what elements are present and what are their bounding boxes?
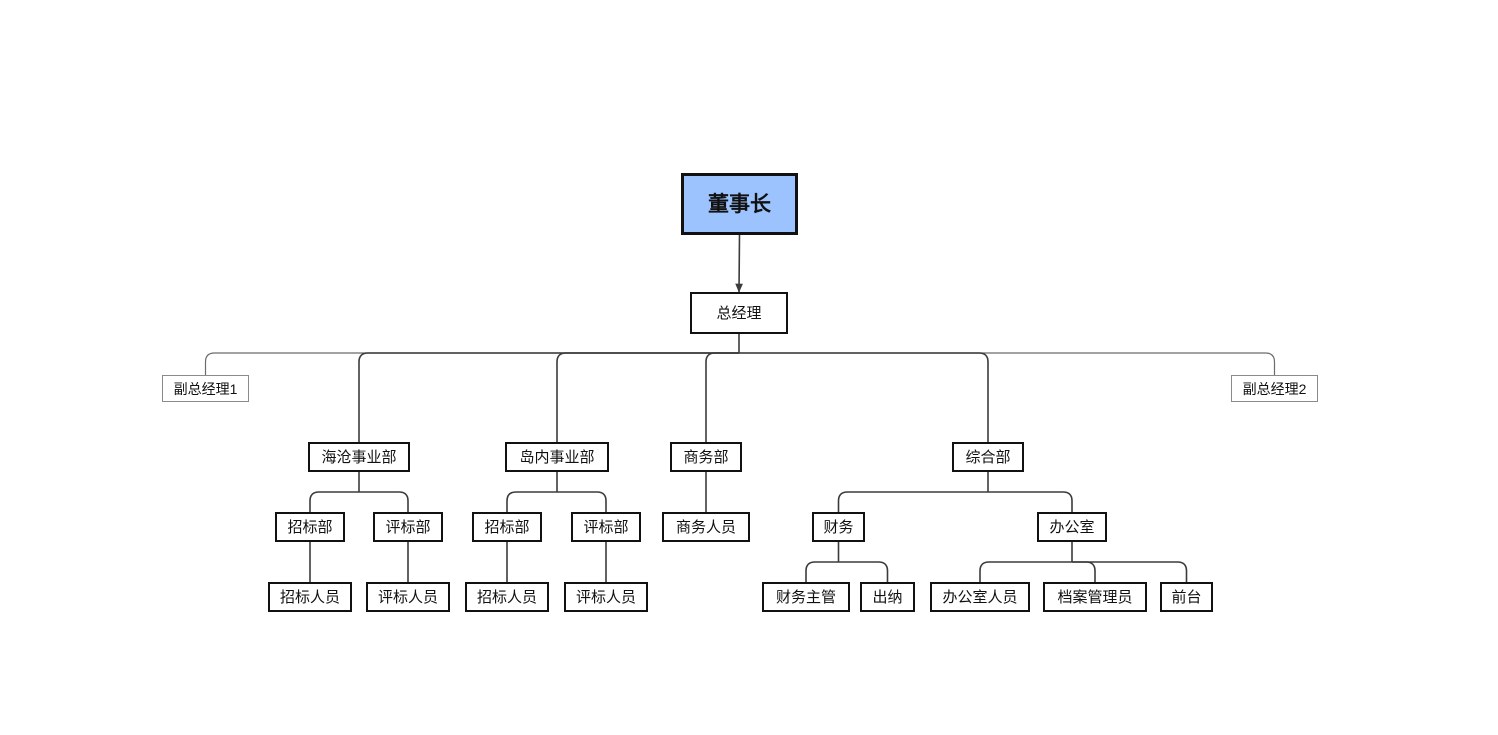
org-node-n10[interactable]: 招标部 <box>472 512 542 542</box>
org-node-label: 出纳 <box>872 588 903 606</box>
org-node-label: 总经理 <box>716 304 762 322</box>
edge-n7-n14 <box>988 491 1073 512</box>
org-node-n9[interactable]: 评标部 <box>373 512 443 542</box>
edge-n4-n9 <box>359 491 409 512</box>
org-node-n21[interactable]: 办公室人员 <box>930 582 1030 612</box>
org-node-n17[interactable]: 招标人员 <box>465 582 549 612</box>
edge-n1-n2 <box>204 352 739 375</box>
edge-n1-n4 <box>358 352 739 442</box>
org-node-n4[interactable]: 海沧事业部 <box>308 442 410 472</box>
org-node-n22[interactable]: 档案管理员 <box>1043 582 1147 612</box>
org-node-label: 商务部 <box>683 448 729 466</box>
org-node-label: 评标人员 <box>377 588 438 606</box>
org-node-label: 招标部 <box>484 518 530 536</box>
org-node-n20[interactable]: 出纳 <box>860 582 915 612</box>
org-node-label: 岛内事业部 <box>519 448 595 466</box>
org-node-label: 财务 <box>823 518 854 536</box>
edge-n5-n11 <box>557 491 607 512</box>
org-node-n2[interactable]: 副总经理1 <box>162 375 249 402</box>
org-node-label: 评标人员 <box>575 588 636 606</box>
org-node-label: 评标部 <box>385 518 431 536</box>
edge-n1-n3 <box>739 352 1276 375</box>
edge-n14-n22 <box>1072 561 1096 582</box>
edge-n1-n5 <box>556 352 739 442</box>
org-node-n16[interactable]: 评标人员 <box>366 582 450 612</box>
org-node-label: 办公室人员 <box>942 588 1018 606</box>
org-node-label: 档案管理员 <box>1057 588 1133 606</box>
org-node-label: 招标部 <box>287 518 333 536</box>
org-node-n6[interactable]: 商务部 <box>670 442 742 472</box>
edge-n13-n20 <box>838 561 889 582</box>
org-node-n8[interactable]: 招标部 <box>275 512 345 542</box>
org-node-n15[interactable]: 招标人员 <box>268 582 352 612</box>
org-node-n3[interactable]: 副总经理2 <box>1231 375 1318 402</box>
edge-n14-n23 <box>1072 561 1188 582</box>
org-node-label: 董事长 <box>708 192 771 216</box>
org-node-n0[interactable]: 董事长 <box>681 173 798 235</box>
org-node-label: 副总经理2 <box>1242 380 1307 397</box>
edge-n5-n10 <box>506 491 557 512</box>
edge-n14-n21 <box>979 561 1072 582</box>
org-node-n5[interactable]: 岛内事业部 <box>505 442 609 472</box>
org-node-n1[interactable]: 总经理 <box>690 292 788 334</box>
org-node-n18[interactable]: 评标人员 <box>564 582 648 612</box>
org-node-label: 招标人员 <box>476 588 537 606</box>
org-node-n12[interactable]: 商务人员 <box>662 512 750 542</box>
org-node-label: 综合部 <box>965 448 1011 466</box>
edge-n4-n8 <box>309 491 359 512</box>
edge-n0-n1 <box>735 234 743 293</box>
org-node-label: 前台 <box>1171 588 1202 606</box>
org-node-n19[interactable]: 财务主管 <box>762 582 850 612</box>
edge-n1-n7 <box>739 352 989 442</box>
org-node-label: 副总经理1 <box>173 380 238 397</box>
org-node-n13[interactable]: 财务 <box>812 512 865 542</box>
org-node-label: 评标部 <box>583 518 629 536</box>
org-node-label: 招标人员 <box>279 588 340 606</box>
org-node-n7[interactable]: 综合部 <box>952 442 1024 472</box>
edge-n7-n13 <box>837 491 988 512</box>
org-node-n11[interactable]: 评标部 <box>571 512 641 542</box>
edge-n13-n19 <box>805 561 839 582</box>
org-node-n14[interactable]: 办公室 <box>1037 512 1107 542</box>
org-node-label: 办公室 <box>1049 518 1095 536</box>
org-node-label: 海沧事业部 <box>321 448 397 466</box>
edge-n1-n6 <box>705 352 739 442</box>
org-node-label: 财务主管 <box>775 588 836 606</box>
org-node-label: 商务人员 <box>675 518 736 536</box>
org-node-n23[interactable]: 前台 <box>1160 582 1213 612</box>
